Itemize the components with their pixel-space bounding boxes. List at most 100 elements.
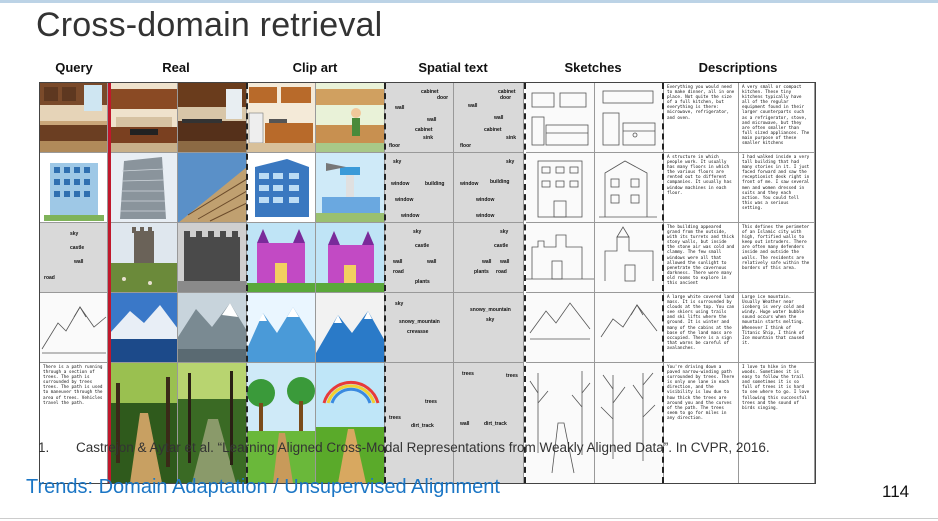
retrieval-grid: cabinet door wall wall cabinet sink floo… bbox=[39, 82, 816, 484]
real-image-building-2 bbox=[178, 153, 247, 223]
spatial-label: cabinet bbox=[415, 127, 433, 133]
spatial-label: wall bbox=[427, 117, 437, 123]
top-accent-line bbox=[0, 0, 938, 3]
spatial-label: trees bbox=[462, 371, 474, 377]
query-spatial-text-castle: sky castle wall road bbox=[40, 223, 108, 293]
real-image-castle-2 bbox=[178, 223, 247, 293]
spatial-text-building-2: sky window building window window bbox=[454, 153, 524, 223]
clipart-image-kitchen-2 bbox=[316, 83, 385, 153]
spatial-text-castle-2: sky castle wall wall plants road bbox=[454, 223, 524, 293]
spatial-label: building bbox=[425, 181, 445, 187]
spatial-label: snowy_mountain bbox=[399, 319, 440, 325]
page-number: 114 bbox=[882, 482, 910, 501]
spatial-label: trees bbox=[425, 399, 437, 405]
real-image-building-1 bbox=[110, 153, 178, 223]
column-header-spatial-text: Spatial text bbox=[418, 60, 488, 75]
spatial-label: sky bbox=[70, 231, 79, 237]
description-kitchen-2: A very small or compact kitchen. These t… bbox=[739, 83, 815, 153]
spatial-label: trees bbox=[389, 415, 401, 421]
sketch-building-1 bbox=[526, 153, 595, 223]
real-image-forest-1 bbox=[110, 363, 178, 483]
spatial-text-kitchen-2: cabinet door wall wall cabinet sink floo… bbox=[454, 83, 524, 153]
bottom-rule bbox=[0, 518, 938, 519]
spatial-label: wall bbox=[500, 259, 510, 265]
column-header-query: Query bbox=[55, 60, 93, 75]
real-image-castle-1 bbox=[110, 223, 178, 293]
column-divider-dashed bbox=[384, 83, 386, 483]
spatial-label: window bbox=[395, 197, 414, 203]
clipart-image-kitchen-1 bbox=[247, 83, 316, 153]
spatial-label: sky bbox=[413, 229, 422, 235]
spatial-label: crevasse bbox=[407, 329, 429, 335]
clipart-image-forest-1 bbox=[247, 363, 316, 483]
spatial-label: wall bbox=[494, 115, 504, 121]
clipart-image-mountain-2 bbox=[316, 293, 385, 363]
spatial-label: building bbox=[490, 179, 510, 185]
spatial-label: window bbox=[401, 213, 420, 219]
spatial-label: plants bbox=[474, 269, 489, 275]
spatial-label: wall bbox=[74, 259, 84, 265]
sketch-castle-1 bbox=[526, 223, 595, 293]
citation-number: 1. bbox=[38, 440, 50, 455]
clipart-image-building-1 bbox=[247, 153, 316, 223]
spatial-text-kitchen-1: cabinet door wall wall cabinet sink floo… bbox=[385, 83, 454, 153]
spatial-label: wall bbox=[460, 421, 470, 427]
column-header-sketches: Sketches bbox=[564, 60, 622, 75]
spatial-label: window bbox=[391, 181, 410, 187]
spatial-label: window bbox=[476, 197, 495, 203]
description-kitchen-1: Everything you would need to make dinner… bbox=[664, 83, 739, 153]
clipart-image-castle-2 bbox=[316, 223, 385, 293]
citation-text: Castrejon & Aytar et al. “Learning Align… bbox=[76, 440, 770, 455]
sketch-forest-2 bbox=[595, 363, 664, 483]
description-castle-1: The building appeared grand from the out… bbox=[664, 223, 739, 293]
spatial-text-mountain-1: sky snowy_mountain crevasse bbox=[385, 293, 454, 363]
spatial-label: sky bbox=[395, 301, 404, 307]
spatial-label: window bbox=[476, 213, 495, 219]
spatial-label: road bbox=[496, 269, 507, 275]
sketch-castle-2 bbox=[595, 223, 664, 293]
spatial-text-building-1: sky window building window window bbox=[385, 153, 454, 223]
spatial-label: window bbox=[460, 181, 479, 187]
spatial-label: wall bbox=[395, 105, 405, 111]
spatial-label: castle bbox=[494, 243, 509, 249]
spatial-label: plants bbox=[415, 279, 430, 285]
column-header-real: Real bbox=[162, 60, 190, 75]
query-image-kitchen bbox=[40, 83, 108, 153]
spatial-label: snowy_mountain bbox=[470, 307, 511, 313]
spatial-label: road bbox=[44, 275, 55, 281]
spatial-text-castle-1: sky castle wall wall road plants bbox=[385, 223, 454, 293]
query-separator-line bbox=[108, 83, 111, 483]
slide-title: Cross-domain retrieval bbox=[36, 6, 383, 44]
real-image-kitchen-2 bbox=[178, 83, 247, 153]
spatial-text-mountain-2: snowy_mountain sky bbox=[454, 293, 524, 363]
spatial-label: door bbox=[500, 95, 512, 101]
column-divider-dashed bbox=[246, 83, 248, 483]
query-description-forest-path: There is a path running through a sectio… bbox=[40, 363, 108, 483]
query-image-building bbox=[40, 153, 108, 223]
clipart-image-mountain-1 bbox=[247, 293, 316, 363]
clipart-image-building-2 bbox=[316, 153, 385, 223]
spatial-label: sink bbox=[423, 135, 434, 141]
spatial-label: sky bbox=[486, 317, 495, 323]
real-image-forest-2 bbox=[178, 363, 247, 483]
description-forest-1: You're driving down a paved narrow-windi… bbox=[664, 363, 739, 483]
sketch-kitchen-2 bbox=[595, 83, 664, 153]
spatial-label: wall bbox=[393, 259, 403, 265]
spatial-label: dirt_track bbox=[484, 421, 507, 427]
sketch-forest-1 bbox=[526, 363, 595, 483]
spatial-label: dirt_track bbox=[411, 423, 434, 429]
spatial-text-forest-2: trees trees wall dirt_track bbox=[454, 363, 524, 483]
real-image-kitchen-1 bbox=[110, 83, 178, 153]
citation: 1. Castrejon & Aytar et al. “Learning Ali… bbox=[38, 440, 770, 455]
spatial-label: sky bbox=[506, 159, 515, 165]
spatial-label: trees bbox=[506, 373, 518, 379]
spatial-label: floor bbox=[389, 143, 401, 149]
clipart-image-forest-2 bbox=[316, 363, 385, 483]
spatial-label: sink bbox=[506, 135, 517, 141]
description-mountain-1: A large white covered land mass. It is s… bbox=[664, 293, 739, 363]
query-sketch-mountain bbox=[40, 293, 108, 363]
column-header-descriptions: Descriptions bbox=[698, 60, 778, 75]
spatial-label: cabinet bbox=[484, 127, 502, 133]
spatial-text-forest-1: trees trees dirt_track bbox=[385, 363, 454, 483]
spatial-label: road bbox=[393, 269, 404, 275]
